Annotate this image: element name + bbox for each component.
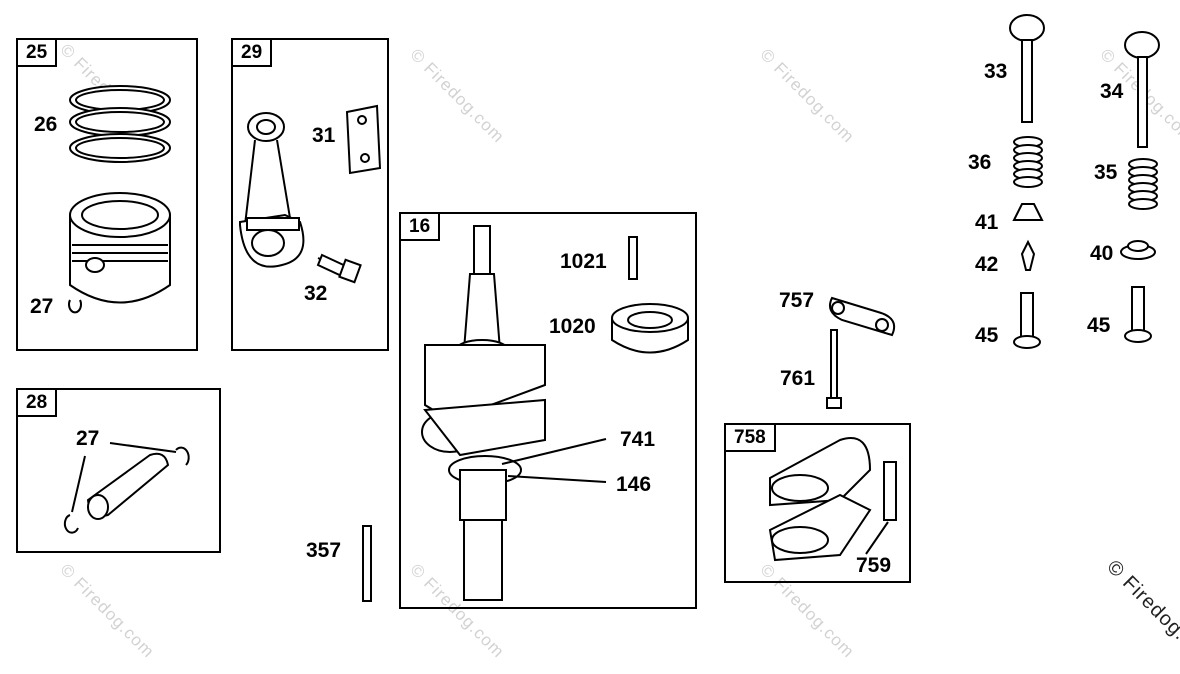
part-label-34: 34 [1100,80,1124,103]
part-label-27: 27 [30,295,54,318]
part-label-741: 741 [620,428,656,451]
part-label-27: 27 [76,427,100,450]
valve-drawing [1009,14,1045,123]
part-label-1020: 1020 [549,315,596,338]
box-29: 29 [231,38,389,351]
part-label-31: 31 [312,124,336,147]
part-label-1021: 1021 [560,250,607,273]
parts-illustration [63,14,1160,602]
piston-rings-drawing [69,85,171,163]
circlip-drawing [175,446,190,466]
piston-drawing [69,192,171,304]
rocker-arm-drawing [829,296,896,337]
retainer-drawing [1012,203,1044,221]
valve-drawing [1124,31,1160,148]
box-758: 758 [724,423,911,583]
parts-diagram: © Firedog.com © Firedog.com © Firedog.co… [16,14,1180,674]
connecting-rod-drawing [239,112,305,268]
lock-plate-drawing [345,104,382,175]
box-25-tag: 25 [18,40,58,67]
part-label-146: 146 [616,473,652,496]
pin-drawing [362,525,372,602]
part-label-759: 759 [856,554,892,577]
part-label-45: 45 [975,324,999,347]
part-label-761: 761 [780,367,816,390]
key-drawing [628,236,638,280]
box-25: 25 [16,38,198,351]
part-label-33: 33 [984,60,1008,83]
circlip-drawing [68,299,82,314]
valve-guide-drawing [1013,292,1041,349]
bracket-drawing [768,437,872,562]
box-29-tag: 29 [233,40,273,67]
valve-guide-drawing [1124,286,1152,343]
spring-drawing [1013,136,1043,188]
part-label-26: 26 [34,113,58,136]
part-label-41: 41 [975,211,999,234]
bolt-drawing [316,253,362,284]
retainer-drawing [1120,240,1156,260]
part-label-36: 36 [968,151,992,174]
spring-drawing [1128,158,1158,210]
part-label-357: 357 [306,539,342,562]
part-label-757: 757 [779,289,815,312]
part-label-32: 32 [304,282,328,305]
keeper-drawing [1020,239,1036,271]
pin-drawing [883,461,897,521]
box-28: 28 [16,388,221,553]
washer-drawing [611,303,689,354]
box-16: 16 [399,212,697,609]
part-label-40: 40 [1090,242,1114,265]
part-label-42: 42 [975,253,999,276]
crankshaft-drawing [421,225,546,601]
box-16-tag: 16 [401,214,441,241]
circlip-drawing [63,514,79,534]
push-rod-drawing [826,329,842,409]
part-label-35: 35 [1094,161,1118,184]
box-28-tag: 28 [18,390,58,417]
part-label-45: 45 [1087,314,1111,337]
piston-pin-drawing [86,452,170,520]
box-758-tag: 758 [726,425,776,452]
